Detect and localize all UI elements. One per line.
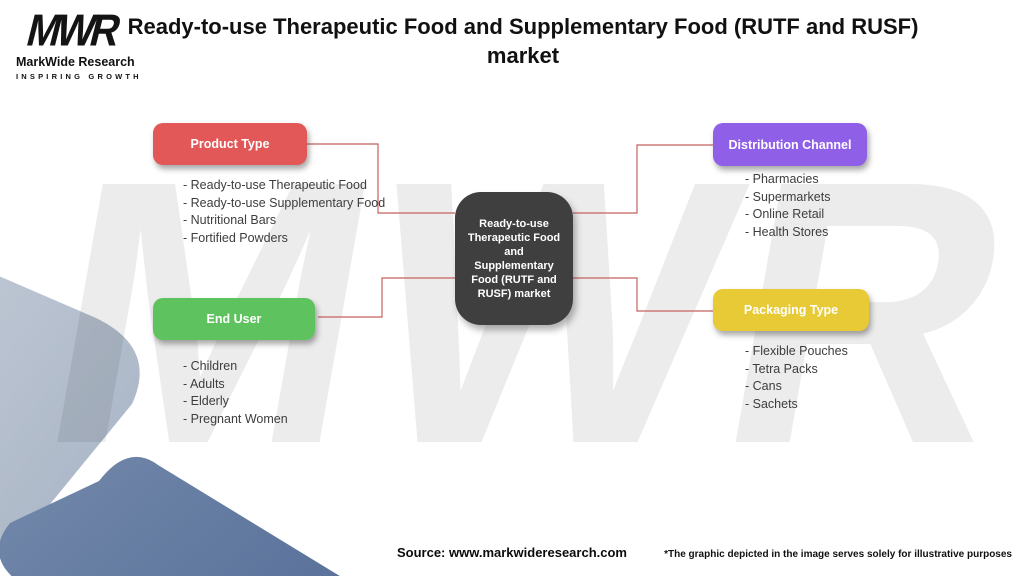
list-item: - Nutritional Bars	[183, 213, 277, 227]
list-item: - Flexible Pouches	[745, 344, 848, 358]
logo-tagline: INSPIRING GROWTH	[16, 72, 142, 81]
list-item: - Sachets	[745, 396, 798, 411]
segment-list-packaging-type: - Flexible Pouches - Tetra Packs - Cans …	[745, 343, 848, 413]
connector-packaging-type	[573, 277, 713, 312]
list-item: - Elderly	[183, 394, 229, 408]
list-item: - Cans	[745, 379, 782, 393]
list-item: - Adults	[183, 376, 225, 391]
list-item: - Tetra Packs	[745, 361, 818, 376]
segment-label-distribution-channel: Distribution Channel	[728, 137, 852, 152]
central-market-node: Ready-to-use Therapeutic Food and Supple…	[455, 192, 573, 325]
connector-end-user	[318, 277, 455, 318]
list-item: - Ready-to-use Therapeutic Food	[183, 178, 367, 192]
list-item: - Children	[183, 359, 238, 373]
page-title-line2: market	[486, 43, 560, 68]
list-item: - Pregnant Women	[183, 411, 288, 426]
segment-box-product-type: Product Type	[153, 123, 307, 165]
list-item: - Health Stores	[745, 224, 829, 239]
connector-product-type	[307, 143, 455, 214]
segment-box-packaging-type: Packaging Type	[713, 289, 869, 331]
segment-label-product-type: Product Type	[190, 137, 270, 151]
segment-box-distribution-channel: Distribution Channel	[713, 123, 867, 166]
source-text: Source: www.markwideresearch.com	[396, 545, 627, 560]
segment-list-product-type: - Ready-to-use Therapeutic Food - Ready-…	[183, 177, 385, 247]
page-title: Ready-to-use Therapeutic Food and Supple…	[112, 12, 934, 70]
list-item: - Pharmacies	[745, 172, 819, 186]
connector-distribution-channel	[573, 144, 713, 214]
light-diamond-shape	[0, 276, 140, 548]
list-item: - Fortified Powders	[183, 230, 288, 245]
central-market-label: Ready-to-use Therapeutic Food and Supple…	[467, 217, 561, 300]
dark-diamond-shape	[0, 457, 340, 576]
segment-label-end-user: End User	[206, 312, 262, 326]
page-title-line1: Ready-to-use Therapeutic Food and Supple…	[127, 14, 919, 39]
list-item: - Supermarkets	[745, 189, 831, 204]
segment-box-end-user: End User	[153, 298, 315, 340]
list-item: - Online Retail	[745, 207, 825, 221]
logo-name: MarkWide Research	[16, 55, 135, 69]
logo: MWR MarkWide Research INSPIRING GROWTH	[16, 6, 142, 81]
list-item: - Ready-to-use Supplementary Food	[183, 195, 386, 210]
segment-label-packaging-type: Packaging Type	[743, 303, 839, 317]
segment-list-distribution-channel: - Pharmacies - Supermarkets - Online Ret…	[745, 171, 830, 241]
segment-list-end-user: - Children - Adults - Elderly - Pregnant…	[183, 358, 288, 428]
disclaimer-text: *The graphic depicted in the image serve…	[664, 549, 1012, 560]
